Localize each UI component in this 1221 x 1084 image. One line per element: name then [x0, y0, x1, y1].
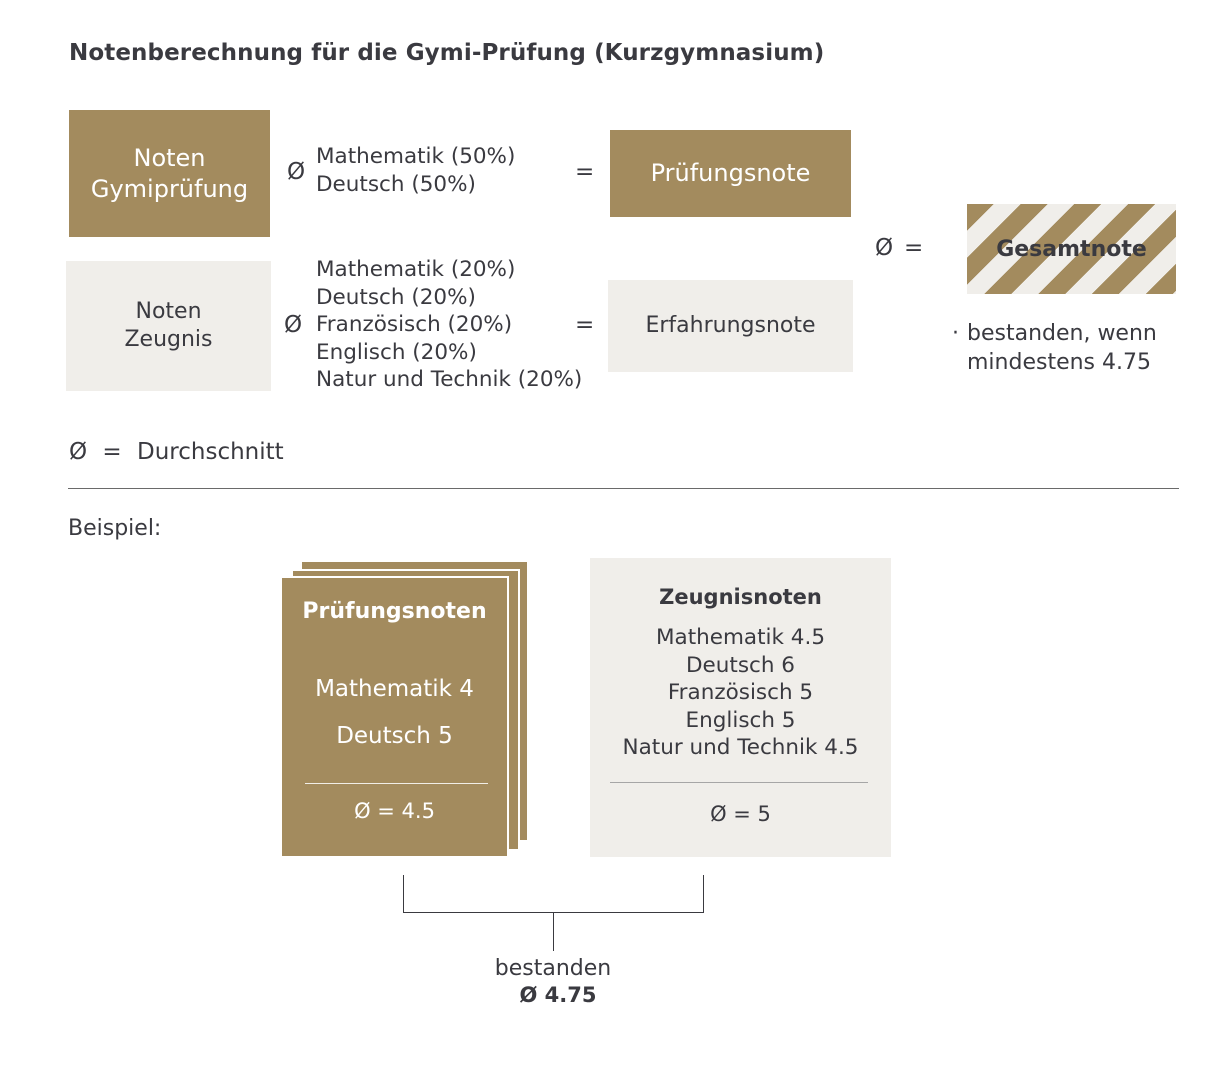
example-result-status: bestanden [494, 956, 612, 981]
legend-avg-symbol: Ø [69, 439, 88, 465]
card-zeugnisnoten-item: Mathematik 4.5 [655, 625, 825, 650]
box-gesamtnote: Gesamtnote [967, 204, 1176, 294]
equals-sign-final: = [904, 235, 924, 261]
subject-item: Mathematik (50%) [316, 144, 516, 169]
example-result: bestanden Ø 4.75 [453, 956, 653, 1007]
equals-sign-row1: = [575, 159, 595, 185]
card-zeugnisnoten: Zeugnisnoten Mathematik 4.5 Deutsch 6 Fr… [590, 558, 891, 857]
subject-item: Englisch (20%) [316, 339, 477, 365]
pass-condition-line1: bestanden, wenn [967, 321, 1157, 346]
card-pruefungsnoten: Prüfungsnoten Mathematik 4 Deutsch 5 Ø =… [280, 576, 509, 858]
avg-symbol-final: Ø [875, 235, 894, 261]
card-pruefungsnoten-avg: Ø = 4.5 [354, 799, 435, 823]
box-noten-zeugnis-line2: Zeugnis [124, 327, 213, 352]
box-noten-gymipruefung-line1: Noten [133, 143, 206, 172]
subject-item: Deutsch (50%) [316, 171, 476, 197]
subject-item: Französisch (20%) [316, 312, 513, 337]
bracket-right [703, 875, 704, 913]
example-result-avg: Ø 4.75 [519, 983, 597, 1007]
card-zeugnisnoten-avg: Ø = 5 [710, 802, 771, 826]
subject-item: Deutsch (20%) [316, 284, 476, 310]
bullet: · [952, 321, 959, 346]
bracket-stem [553, 912, 554, 951]
card-zeugnisnoten-list: Mathematik 4.5 Deutsch 6 Französisch 5 E… [590, 624, 891, 762]
card-pruefungsnoten-title: Prüfungsnoten [302, 599, 487, 624]
subjects-list-row1: Mathematik (50%) Deutsch (50%) [316, 143, 515, 198]
example-label: Beispiel: [68, 516, 162, 541]
card-pruefungsnoten-rule [305, 783, 488, 784]
avg-symbol-row1: Ø [287, 159, 306, 185]
card-zeugnisnoten-title: Zeugnisnoten [659, 585, 822, 609]
card-zeugnisnoten-rule [610, 782, 868, 783]
pass-condition: · bestanden, wenn mindestens 4.75 [952, 319, 1157, 377]
box-noten-zeugnis-line1: Noten [135, 299, 202, 324]
box-noten-gymipruefung: Noten Gymiprüfung [69, 110, 270, 237]
card-zeugnisnoten-item: Englisch 5 [685, 707, 796, 733]
section-divider [68, 488, 1179, 489]
avg-symbol-row2: Ø [284, 312, 303, 338]
legend-text: Durchschnitt [137, 439, 284, 465]
legend: Ø = Durchschnitt [69, 439, 284, 465]
subject-item: Natur und Technik (20%) [316, 367, 583, 392]
box-pruefungsnote: Prüfungsnote [610, 130, 851, 217]
page-title: Notenberechnung für die Gymi-Prüfung (Ku… [69, 40, 825, 66]
card-zeugnisnoten-item: Französisch 5 [667, 680, 814, 705]
box-noten-gymipruefung-line2: Gymiprüfung [90, 174, 249, 203]
card-zeugnisnoten-item: Deutsch 6 [685, 652, 795, 678]
card-zeugnisnoten-item: Natur und Technik 4.5 [622, 735, 859, 760]
subjects-list-row2: Mathematik (20%) Deutsch (20%) Französis… [316, 256, 582, 394]
pass-condition-line2: mindestens 4.75 [967, 350, 1151, 375]
gesamtnote-label: Gesamtnote [996, 236, 1147, 262]
equals-sign-row2: = [575, 312, 595, 338]
card-pruefungsnoten-item: Mathematik 4 [315, 676, 474, 702]
box-noten-zeugnis: Noten Zeugnis [66, 261, 271, 391]
card-pruefungsnoten-item: Deutsch 5 [336, 723, 453, 749]
bracket-left [403, 875, 404, 913]
subject-item: Mathematik (20%) [316, 257, 516, 282]
legend-equals: = [102, 439, 122, 465]
box-erfahrungsnote: Erfahrungsnote [608, 280, 853, 372]
